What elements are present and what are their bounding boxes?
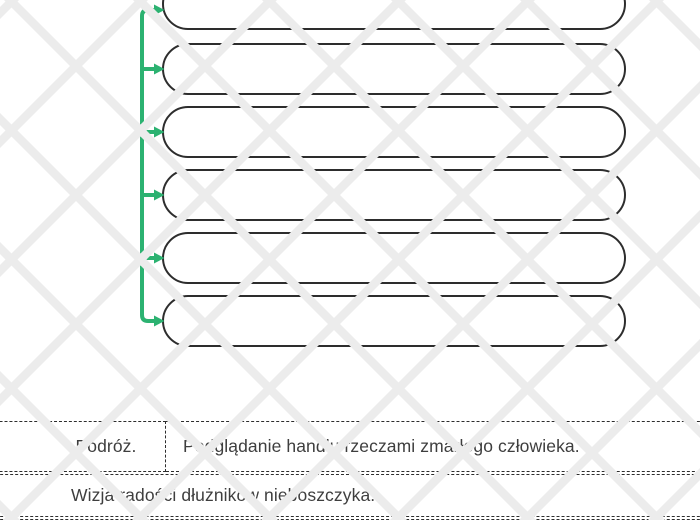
word-tile-label: Wizja radości dłużników nieboszczyka. (71, 485, 376, 505)
word-tile-wizja[interactable]: Wizja radości dłużników nieboszczyka. (0, 474, 700, 517)
word-tile-label: Podglądanie handlu rzeczami zmarłego czł… (183, 436, 580, 456)
connector-trunk (140, 8, 156, 323)
arrowhead-icon (154, 63, 165, 75)
arrowhead-icon (154, 315, 165, 327)
arrowhead-icon (154, 189, 165, 201)
arrowhead-icon (154, 126, 165, 138)
word-tile-podgladanie[interactable]: Podglądanie handlu rzeczami zmarłego czł… (166, 421, 700, 472)
arrowhead-icon (154, 4, 165, 16)
word-tile-label: Podróż. (75, 436, 137, 456)
word-tile-podroz[interactable]: Podróż. (0, 421, 166, 472)
arrowhead-icon (154, 252, 165, 264)
